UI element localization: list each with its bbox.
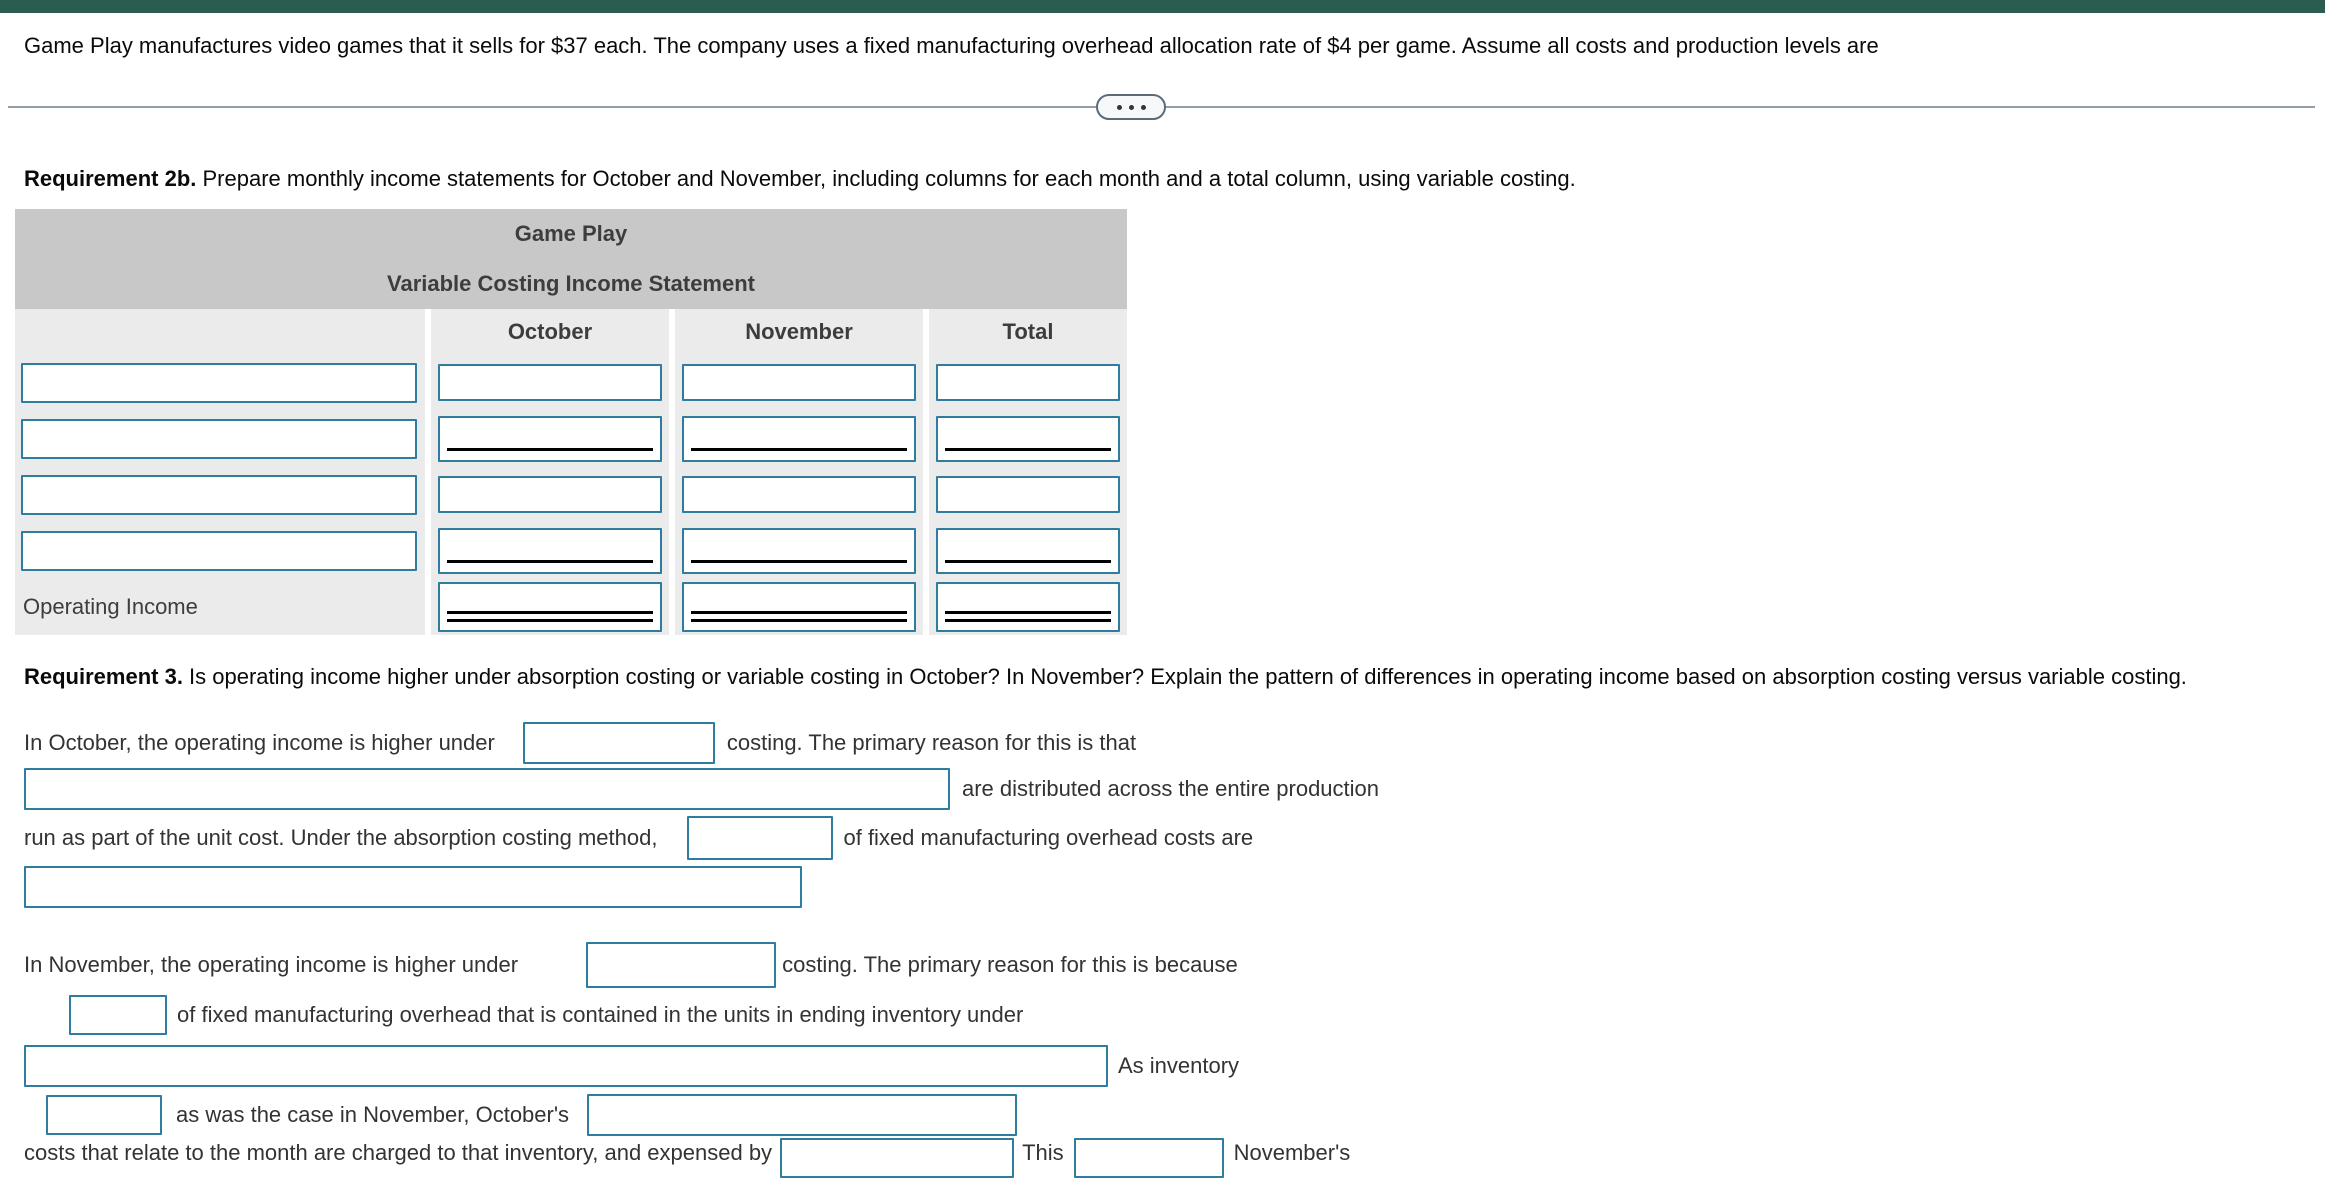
income-row4-november-input[interactable] xyxy=(684,529,914,572)
clipped-answer-line: costs that relate to the month are charg… xyxy=(24,1137,2325,1178)
inventory-change-input[interactable] xyxy=(46,1094,162,1135)
table-row xyxy=(15,410,425,467)
november-answer-line-3: As inventory xyxy=(24,1040,2325,1092)
total-rule xyxy=(945,618,1111,622)
table-row xyxy=(15,354,425,411)
october-costing-method-input[interactable] xyxy=(522,721,715,764)
ellipsis-icon xyxy=(1128,104,1134,110)
total-rule xyxy=(945,610,1111,614)
november-answer-line-2: of fixed manufacturing overhead that is … xyxy=(24,990,2325,1040)
income-row2-label-input[interactable] xyxy=(23,420,415,457)
ellipsis-icon xyxy=(1116,104,1122,110)
requirement-3-answer-area: In October, the operating income is high… xyxy=(24,719,2325,1178)
october-answer-line-3: run as part of the unit cost. Under the … xyxy=(24,812,2325,864)
ellipsis-icon xyxy=(1140,104,1146,110)
income-row4-october-input[interactable] xyxy=(440,529,660,572)
total-rule xyxy=(447,618,653,622)
november-explanation-input[interactable] xyxy=(24,1044,1108,1087)
expensed-by-input[interactable] xyxy=(780,1137,1015,1178)
variable-costing-income-statement-table: Game Play Variable Costing Income Statem… xyxy=(15,208,1127,635)
income-row3-october-input[interactable] xyxy=(440,478,660,512)
income-row3-november-input[interactable] xyxy=(684,478,914,512)
october-reason-input[interactable] xyxy=(24,768,950,811)
subtotal-rule xyxy=(945,447,1111,451)
november-portion-input[interactable] xyxy=(69,994,167,1035)
expand-collapse-button[interactable] xyxy=(1096,94,1166,120)
total-rule xyxy=(691,618,907,622)
total-rule xyxy=(691,610,907,614)
problem-statement: Game Play manufactures video games that … xyxy=(24,33,1879,58)
table-title-statement: Variable Costing Income Statement xyxy=(15,258,1127,309)
income-row3-total-input[interactable] xyxy=(938,478,1118,512)
column-header-november: November xyxy=(675,308,923,355)
november-answer-line-4: as was the case in November, October's xyxy=(24,1092,2325,1138)
subtotal-rule xyxy=(447,447,653,451)
income-row1-label-input[interactable] xyxy=(23,364,415,401)
requirement-3-text: Requirement 3. Is operating income highe… xyxy=(24,663,2187,689)
october-answer-line-4 xyxy=(24,864,2325,911)
requirement-2b-text: Requirement 2b. Prepare monthly income s… xyxy=(24,166,1576,191)
income-row2-november-input[interactable] xyxy=(684,417,914,460)
income-row1-november-input[interactable] xyxy=(684,366,914,400)
october-deferred-input[interactable] xyxy=(24,866,802,909)
column-header-october: October xyxy=(431,308,669,355)
operating-income-october-input[interactable] xyxy=(440,583,660,630)
october-answer-line-2: are distributed across the entire produc… xyxy=(24,767,2325,812)
table-row-operating-income: Operating Income xyxy=(15,578,425,635)
column-header-total: Total xyxy=(929,308,1127,355)
requirement-2b-label: Requirement 2b. xyxy=(24,166,197,191)
income-row2-total-input[interactable] xyxy=(938,417,1118,460)
october-portion-input[interactable] xyxy=(687,815,834,860)
subtotal-rule xyxy=(447,559,653,563)
income-row1-october-input[interactable] xyxy=(440,366,660,400)
column-header-blank xyxy=(15,308,425,355)
income-row4-total-input[interactable] xyxy=(938,529,1118,572)
table-row xyxy=(15,466,425,523)
table-title-company: Game Play xyxy=(15,208,1127,259)
operating-income-label: Operating Income xyxy=(23,593,198,619)
income-row1-total-input[interactable] xyxy=(938,366,1118,400)
income-row2-october-input[interactable] xyxy=(440,417,660,460)
income-row3-label-input[interactable] xyxy=(23,476,415,513)
operating-income-november-input[interactable] xyxy=(684,583,914,630)
october-answer-line-1: In October, the operating income is high… xyxy=(24,719,2325,767)
subtotal-rule xyxy=(945,559,1111,563)
subtotal-rule xyxy=(691,447,907,451)
subtotal-rule xyxy=(691,559,907,563)
top-accent-bar xyxy=(0,0,2325,13)
october-costs-input[interactable] xyxy=(587,1093,1018,1136)
november-costing-method-input[interactable] xyxy=(586,942,777,989)
requirement-3-label: Requirement 3. xyxy=(24,663,183,689)
operating-income-total-input[interactable] xyxy=(938,583,1118,630)
effect-input[interactable] xyxy=(1073,1137,1224,1178)
november-answer-line-1: In November, the operating income is hig… xyxy=(24,941,2325,990)
total-rule xyxy=(447,610,653,614)
table-row xyxy=(15,522,425,579)
section-divider xyxy=(0,94,2325,121)
income-row4-label-input[interactable] xyxy=(23,532,415,569)
